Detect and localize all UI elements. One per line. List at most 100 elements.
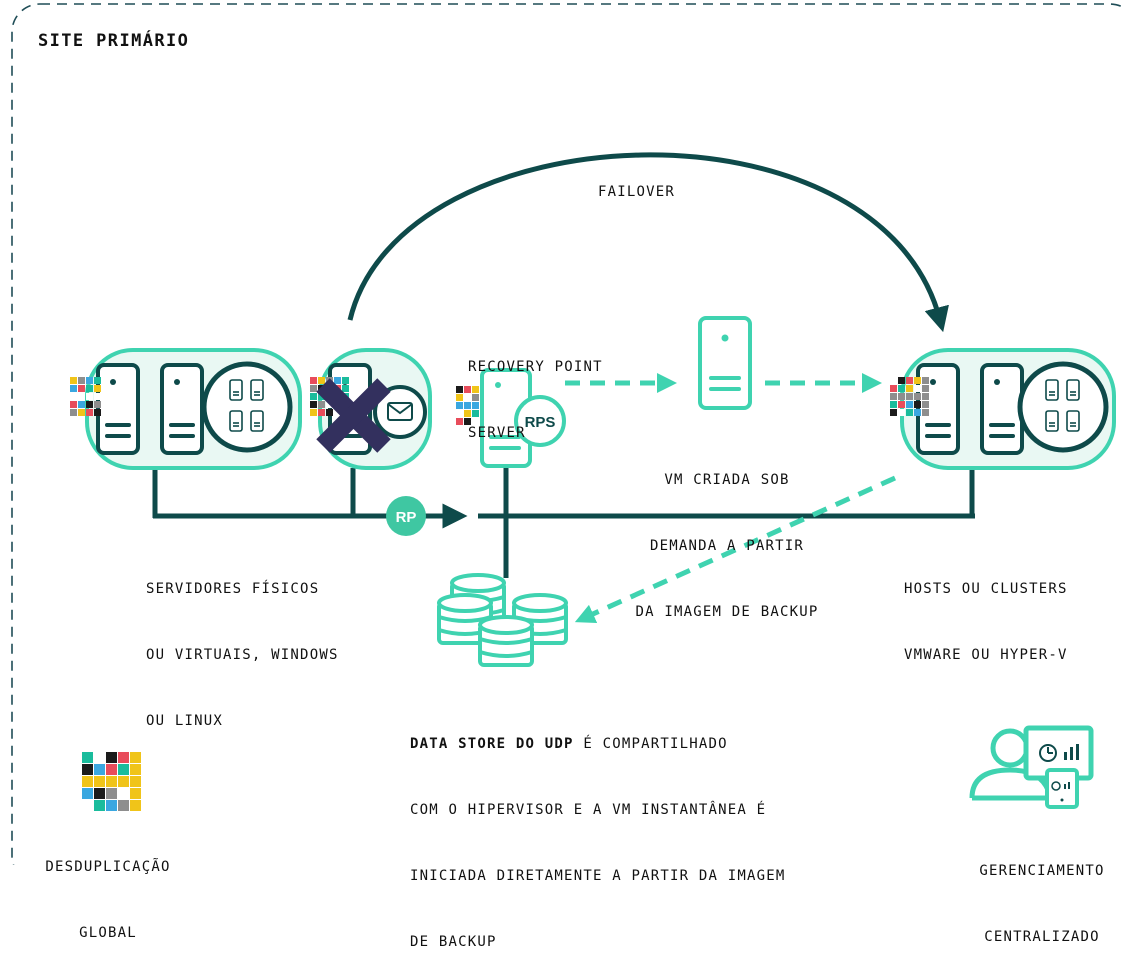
datastore-caption-line: INICIADA DIRETAMENTE A PARTIR DA IMAGEM [410, 868, 786, 884]
mosaic-tile [898, 377, 905, 384]
database-icon [437, 573, 568, 667]
servers-caption-line: OU LINUX [146, 713, 224, 729]
mosaic-tile [106, 788, 117, 799]
mosaic-tile [472, 402, 479, 409]
vm-caption-line: VM CRIADA SOB [664, 472, 790, 488]
mosaic-tile [70, 401, 77, 408]
mosaic-tile [456, 418, 463, 425]
mosaic-tile [310, 385, 317, 392]
mosaic-tile [906, 393, 913, 400]
mosaic-tile [94, 377, 101, 384]
mosaic-tile [310, 401, 317, 408]
mosaic-tile [102, 401, 109, 408]
mosaic-tile [906, 409, 913, 416]
mosaic-tile [914, 385, 921, 392]
rp-badge [386, 496, 426, 536]
mosaic-tile [922, 401, 929, 408]
datastore-caption-line: DE BACKUP [410, 934, 497, 950]
mosaic-tile [94, 800, 105, 811]
mosaic-tile [82, 764, 93, 775]
datastore-caption-line: DATA STORE DO UDP É COMPARTILHADO [410, 733, 786, 755]
mosaic-tile [130, 776, 141, 787]
mosaic-tile [94, 788, 105, 799]
mosaic-tile [78, 385, 85, 392]
mosaic-tile [118, 788, 129, 799]
mosaic-tile [898, 385, 905, 392]
mosaic-tile [890, 409, 897, 416]
mosaic-tile [898, 409, 905, 416]
mosaic-tile [82, 788, 93, 799]
mosaic-tile [94, 752, 105, 763]
mosaic-tile [82, 800, 93, 811]
mosaic-tile [86, 385, 93, 392]
mosaic-tile [102, 377, 109, 384]
global-dedup-mosaic-icon [82, 752, 141, 811]
mosaic-tile [456, 402, 463, 409]
servers-caption-line: SERVIDORES FÍSICOS [146, 581, 320, 597]
mosaic-tile [82, 752, 93, 763]
mosaic-tile [118, 800, 129, 811]
mosaic-tile [456, 410, 463, 417]
mosaic-tile [70, 385, 77, 392]
physical-virtual-servers [70, 348, 302, 470]
servers-caption: SERVIDORES FÍSICOS OU VIRTUAIS, WINDOWS … [146, 534, 339, 754]
failed-email-server [310, 348, 432, 470]
servers-caption-line: OU VIRTUAIS, WINDOWS [146, 647, 339, 663]
mosaic-tile [914, 377, 921, 384]
mosaic-tile [106, 776, 117, 787]
server-icon [160, 363, 204, 455]
mosaic-tile [922, 385, 929, 392]
mosaic-tile [472, 418, 479, 425]
mosaic-tile [118, 776, 129, 787]
datastore-bold-term: DATA STORE DO UDP [410, 736, 574, 752]
mosaic-tile [922, 409, 929, 416]
mgmt-caption-line: GERENCIAMENTO [979, 863, 1105, 879]
mosaic-tile [898, 393, 905, 400]
mosaic-tile [86, 393, 93, 400]
mosaic-tile [464, 402, 471, 409]
mosaic-tile [914, 393, 921, 400]
user-dashboard-icon [969, 725, 1094, 809]
mosaic-tile [130, 800, 141, 811]
mosaic-tile [326, 409, 333, 416]
mosaic-tile [342, 385, 349, 392]
failure-x-icon [316, 378, 391, 453]
mosaic-tile [310, 377, 317, 384]
mosaic-tile [78, 377, 85, 384]
mosaic-tile [906, 377, 913, 384]
vm-caption-line: DEMANDA A PARTIR [649, 538, 805, 554]
diagram-canvas: RPS RP [11, 3, 1122, 885]
mosaic-tile [318, 409, 325, 416]
mosaic-tile [106, 752, 117, 763]
mosaic-tile [94, 776, 105, 787]
mosaic-tile [82, 776, 93, 787]
vm-caption: VM CRIADA SOB DEMANDA A PARTIR DA IMAGEM… [612, 425, 842, 645]
failover-label: FAILOVER [598, 184, 676, 200]
mosaic-tile [102, 393, 109, 400]
mosaic-tile [130, 764, 141, 775]
failover-arrow [347, 152, 949, 333]
mosaic-tile [914, 409, 921, 416]
mosaic-tile [922, 377, 929, 384]
server-icon [980, 363, 1024, 455]
mosaic-tile [318, 401, 325, 408]
mosaic-tile [86, 409, 93, 416]
mosaic-tile [456, 394, 463, 401]
server-rack-icon [1020, 364, 1106, 450]
hypervisor-hosts [890, 348, 1116, 470]
replication-arrows [565, 373, 897, 624]
mosaic-tile [118, 752, 129, 763]
rps-title: RECOVERY POINT SERVER [468, 312, 603, 466]
rps-badge-label: RPS [525, 414, 556, 431]
dedup-caption-line: GLOBAL [79, 925, 137, 941]
rps-server-icon [456, 368, 566, 468]
mosaic-tile [334, 377, 341, 384]
mosaic-tile [472, 394, 479, 401]
mosaic-tile [86, 377, 93, 384]
architecture-diagram: RPS RP [11, 3, 1122, 950]
mosaic-tile [310, 409, 317, 416]
mosaic-tile [922, 393, 929, 400]
site-title: SITE PRIMÁRIO [38, 31, 190, 51]
vm-caption-line: DA IMAGEM DE BACKUP [635, 604, 819, 620]
mosaic-tile [890, 377, 897, 384]
